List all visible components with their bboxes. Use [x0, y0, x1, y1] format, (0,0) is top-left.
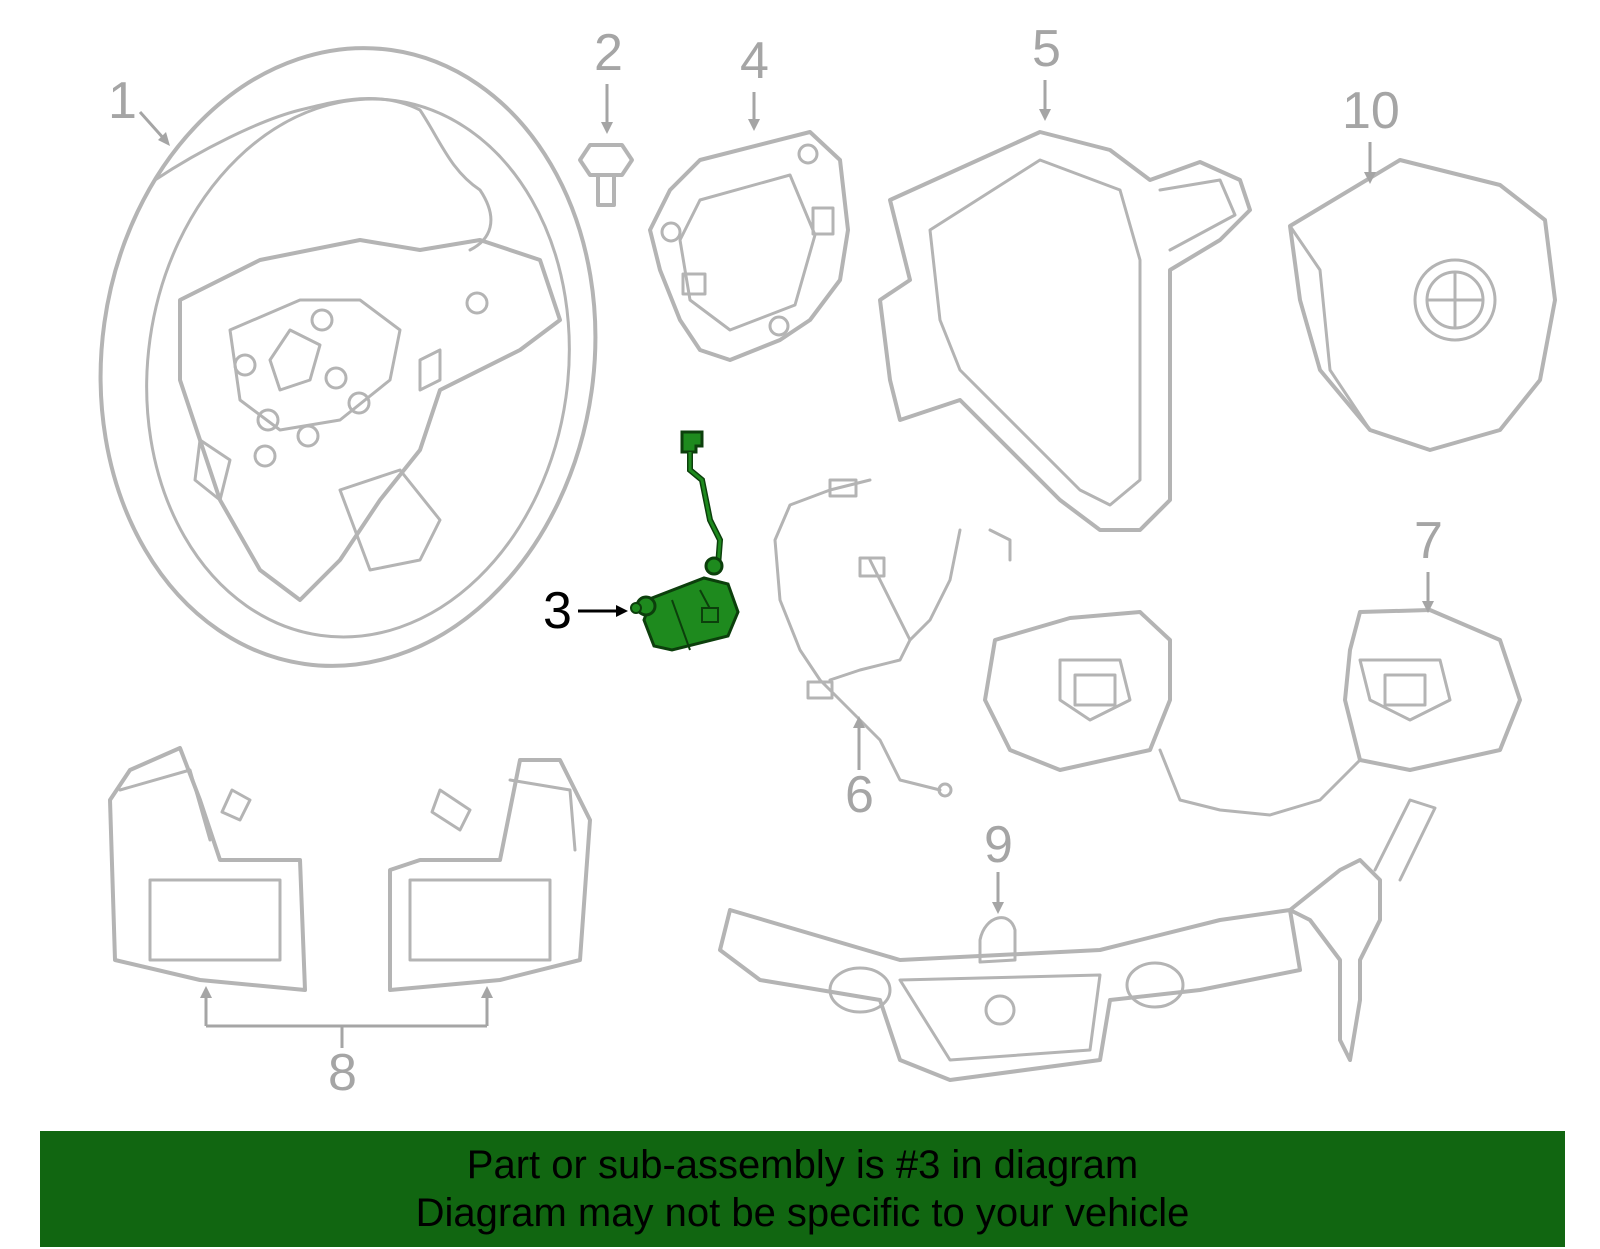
callout-2: 2 [594, 24, 623, 134]
part-1-steering-wheel[interactable] [61, 16, 634, 698]
part-6-wiring-harness[interactable] [773, 478, 1012, 798]
callout-label: 6 [845, 766, 874, 824]
part-2-bolt[interactable] [578, 143, 634, 207]
info-banner: Part or sub-assembly is #3 in diagram Di… [40, 1131, 1565, 1247]
callout-label: 4 [740, 32, 769, 90]
callout-5: 5 [1032, 20, 1061, 121]
callout-1: 1 [108, 72, 170, 146]
banner-line-2: Diagram may not be specific to your vehi… [415, 1191, 1190, 1235]
part-8-paddle-shifters[interactable] [108, 746, 592, 992]
callout-label: 1 [108, 72, 137, 130]
callout-7: 7 [1414, 512, 1443, 613]
callout-label: 2 [594, 24, 623, 82]
callout-label: 5 [1032, 20, 1061, 78]
callout-4: 4 [740, 32, 769, 131]
part-9-column-switch[interactable] [718, 798, 1437, 1082]
callout-10: 10 [1342, 82, 1400, 184]
part-7-switch-assemblies[interactable] [983, 608, 1522, 817]
callout-8: 8 [200, 986, 493, 1102]
part-4-frame[interactable] [648, 130, 850, 362]
callout-label: 8 [328, 1044, 357, 1102]
part-3-highlighted-component[interactable] [630, 430, 740, 652]
part-5-trim-cover[interactable] [878, 130, 1252, 532]
callout-9: 9 [984, 816, 1013, 914]
callout-3: 3 [543, 582, 628, 640]
callout-label: 9 [984, 816, 1013, 874]
callout-label: 7 [1414, 512, 1443, 570]
callout-label-highlighted: 3 [543, 582, 572, 640]
callout-label: 10 [1342, 82, 1400, 140]
banner-line-1: Part or sub-assembly is #3 in diagram [466, 1143, 1139, 1187]
callout-6: 6 [845, 716, 874, 824]
part-10-airbag[interactable] [1288, 158, 1557, 452]
